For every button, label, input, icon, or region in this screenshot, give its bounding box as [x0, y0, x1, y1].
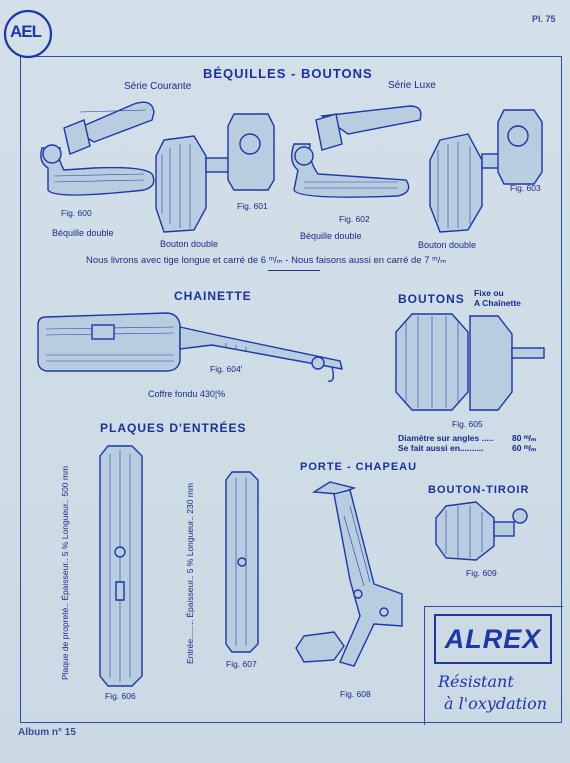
knob-illustration-603 [429, 109, 543, 233]
lever-handle-illustration-602 [291, 105, 422, 198]
lever-handle-illustration-600 [40, 101, 155, 196]
section-title-bouton-tiroir: BOUTON-TIROIR [428, 484, 530, 496]
serie-courante-label: Série Courante [124, 81, 192, 92]
hat-hook-illustration [295, 481, 403, 667]
fig-609-label: Fig. 609 [466, 568, 497, 578]
dimension-note: Nous livrons avec tige longue et carré d… [86, 255, 447, 266]
knob-illustration-605 [395, 313, 545, 411]
section-title-chainette: CHAINETTE [174, 289, 252, 303]
fig-607-label: Fig. 607 [226, 659, 257, 669]
section-title-boutons: BOUTONS [398, 292, 465, 306]
album-number: Album n° 15 [18, 727, 76, 738]
bequille-double-label-1: Béquille double [52, 228, 114, 238]
bequille-double-label-2: Béquille double [300, 231, 362, 241]
spec-2-label: Se fait aussi en.......... [398, 443, 484, 453]
fig-604-label: Fig. 604' [210, 364, 243, 374]
section-title-plaques: PLAQUES D'ENTRÉES [100, 421, 247, 435]
drawer-knob-illustration [435, 501, 528, 561]
section-title-porte-chapeau: PORTE - CHAPEAU [300, 461, 418, 473]
bouton-double-label-2: Bouton double [418, 240, 477, 250]
fig-600-label: Fig. 600 [61, 208, 92, 218]
boutons-subtitle-2: A Chaînette [474, 298, 521, 308]
chain-lock-illustration [37, 312, 343, 382]
logo-text: AEL [10, 22, 42, 41]
plate-number: Pl. 75 [532, 14, 556, 24]
fig-603-label: Fig. 603 [510, 183, 541, 193]
fig-605-label: Fig. 605 [452, 419, 483, 429]
serie-luxe-label: Série Luxe [388, 80, 436, 91]
boutons-subtitle-1: Fixe ou [474, 288, 504, 298]
plate-2-specs: Entrée........ Épaisseur.. 5 % Longueur.… [185, 483, 195, 664]
fig-601-label: Fig. 601 [237, 201, 268, 211]
slogan-line-1: Résistant [438, 672, 514, 691]
spec-2-value: 60 ᵐ/ₘ [512, 443, 537, 453]
fig-608-label: Fig. 608 [340, 689, 371, 699]
spec-1-value: 80 ᵐ/ₘ [512, 433, 537, 443]
plate-illustration-607 [225, 471, 259, 653]
page-frame [20, 56, 562, 723]
section-title-bequilles: BÉQUILLES - BOUTONS [203, 66, 373, 81]
note-divider [268, 270, 320, 271]
plate-1-specs: Plaque de propreté.. Épaisseur.. 5 % Lon… [60, 465, 70, 680]
fig-606-label: Fig. 606 [105, 691, 136, 701]
plate-illustration-606 [99, 445, 143, 687]
fig-602-label: Fig. 602 [339, 214, 370, 224]
brand-box [424, 606, 563, 725]
bouton-double-label-1: Bouton double [160, 239, 219, 249]
coffre-caption: Coffre fondu 430¦% [148, 389, 226, 399]
spec-1-label: Diamètre sur angles ..... [398, 433, 494, 443]
ael-logo [3, 9, 53, 59]
slogan-line-2: à l'oxydation [444, 694, 548, 713]
knob-illustration-601 [155, 113, 275, 233]
alrex-logo: ALREX [434, 614, 552, 664]
